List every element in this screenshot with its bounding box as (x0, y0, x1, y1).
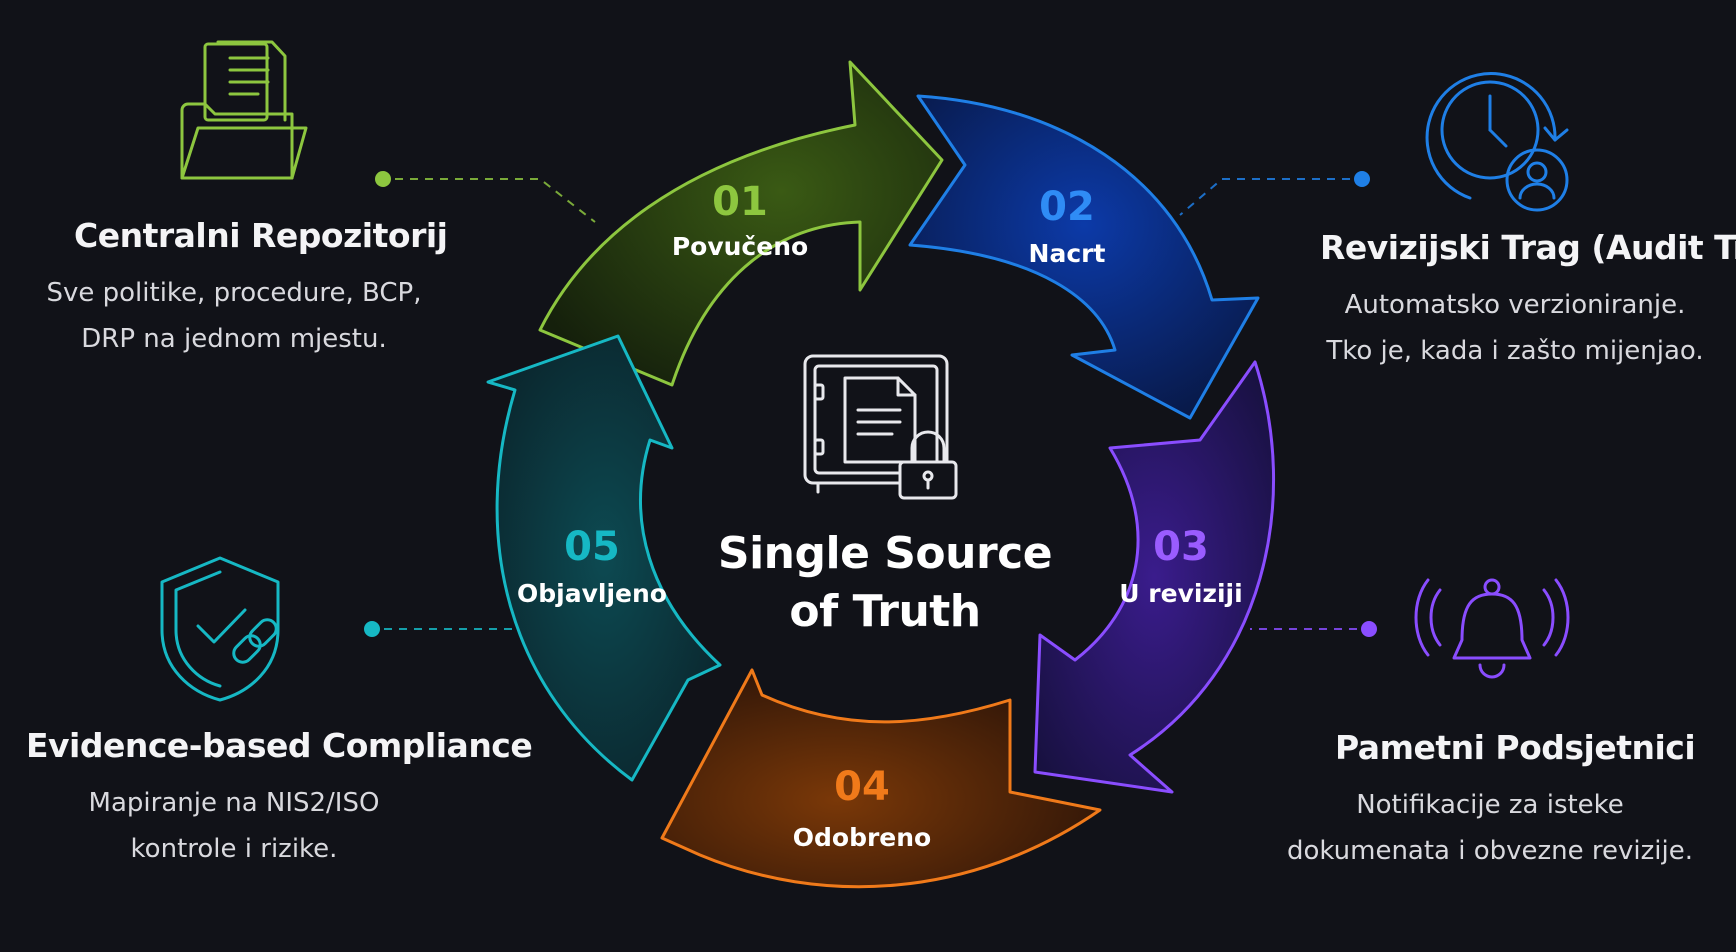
stage-label-objavljeno: Objavljeno (517, 579, 667, 608)
vault-document-lock-icon (803, 354, 958, 500)
center-title-line2: of Truth (789, 586, 981, 637)
feature-title-podsjetnici: Pametni Podsjetnici (1335, 728, 1696, 767)
feature-title-compliance: Evidence-based Compliance (26, 726, 533, 765)
feature-desc-line: Mapiranje na NIS2/ISO (88, 788, 380, 818)
stage-number-05: 05 (564, 524, 620, 570)
stage-number-02: 02 (1039, 184, 1095, 230)
feature-desc-line: dokumenata i obvezne revizije. (1286, 836, 1694, 866)
stage-arrow-u-reviziji[interactable] (1033, 360, 1276, 794)
folder-documents-icon (180, 40, 308, 180)
feature-desc-compliance: Mapiranje na NIS2/ISO kontrole i rizike. (24, 780, 444, 872)
feature-desc-line: kontrole i rizike. (130, 834, 338, 864)
feature-desc-line: Notifikacije za isteke (1356, 790, 1624, 820)
center-title-line1: Single Source (717, 528, 1053, 579)
stage-label-u-reviziji: U reviziji (1119, 579, 1242, 608)
stage-label-odobreno: Odobreno (793, 823, 931, 852)
stage-arrow-objavljeno[interactable] (486, 334, 722, 782)
stage-arrow-povuceno[interactable] (538, 60, 944, 387)
feature-desc-podsjetnici: Notifikacije za isteke dokumenata i obve… (1270, 782, 1710, 874)
connector-repozitorij (375, 171, 596, 223)
stage-label-povuceno: Povučeno (672, 232, 808, 261)
feature-desc-audit-trail: Automatsko verzioniranje. Tko je, kada i… (1300, 282, 1730, 374)
stage-label-nacrt: Nacrt (1029, 239, 1106, 268)
center-title: Single Source of Truth (700, 525, 1070, 641)
connector-podsjetnici (1250, 621, 1377, 637)
stage-number-01: 01 (712, 179, 768, 225)
feature-title-audit-trail: Revizijski Trag (Audit Trail) (1320, 228, 1736, 267)
shield-check-link-icon (160, 556, 280, 702)
stage-arrow-nacrt[interactable] (908, 94, 1260, 420)
feature-desc-line: Automatsko verzioniranje. (1344, 290, 1686, 320)
feature-desc-line: Sve politike, procedure, BCP, (46, 278, 422, 308)
feature-desc-repozitorij: Sve politike, procedure, BCP, DRP na jed… (24, 270, 444, 362)
connector-compliance (364, 621, 520, 637)
stage-arrow-odobreno[interactable] (660, 668, 1102, 889)
feature-desc-line: Tko je, kada i zašto mijenjao. (1326, 336, 1704, 366)
stage-number-03: 03 (1153, 524, 1209, 570)
clock-user-icon (1425, 72, 1569, 212)
stage-number-04: 04 (834, 764, 890, 810)
connector-audit-trail (1179, 171, 1370, 216)
feature-title-repozitorij: Centralni Repozitorij (74, 216, 448, 255)
bell-ringing-icon (1414, 578, 1570, 679)
feature-desc-line: DRP na jednom mjestu. (81, 324, 387, 354)
